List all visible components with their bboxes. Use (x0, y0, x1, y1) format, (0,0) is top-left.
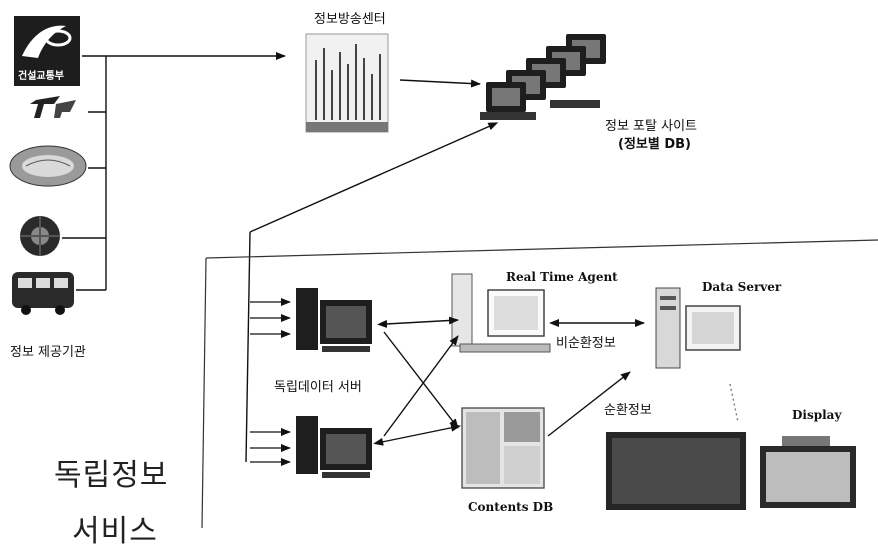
cyclic-info-label: 순환정보 (604, 403, 652, 418)
diagram-canvas (9, 16, 878, 528)
service-frame (201, 239, 878, 528)
bottom-title-line1: 독립정보 (54, 458, 169, 493)
display-label: Display (792, 408, 842, 422)
server-exchange-arrows (373, 316, 645, 446)
server-to-display-dots (729, 383, 739, 423)
display-screens (606, 432, 856, 510)
provider-logo-moct (14, 16, 80, 86)
contents-db-image (461, 407, 545, 489)
providers-caption: 정보 제공기관 (10, 345, 86, 360)
provider-logo-4 (20, 216, 60, 256)
contents-db-label: Contents DB (468, 500, 554, 514)
real-time-agent-label: Real Time Agent (506, 270, 618, 284)
portal-to-service-line (245, 122, 499, 463)
data-server-label: Data Server (702, 280, 782, 294)
independent-data-server-1 (296, 288, 372, 352)
broadcast-center-title: 정보방송센터 (314, 12, 386, 27)
broadcast-center-image (305, 33, 389, 133)
data-server-caption: 독립데이터 서버 (274, 380, 362, 395)
portal-workstations (480, 34, 606, 120)
provider-logo-2 (30, 96, 76, 118)
independent-data-server-2 (296, 416, 372, 478)
portal-title: 정보 포탈 사이트 (605, 119, 697, 134)
provider-logo-text: 건설교통부 (18, 71, 64, 82)
noncyclic-info-label: 비순환정보 (556, 336, 616, 351)
real-time-agent-computer (451, 273, 551, 353)
arrow-center-to-portal (399, 79, 481, 88)
provider-connectors (62, 52, 286, 291)
bottom-title-line2: 서비스 (72, 514, 158, 549)
provider-logo-bus (12, 272, 74, 315)
server-input-arrows (250, 298, 291, 466)
portal-subtitle: (정보별 DB) (618, 137, 691, 152)
provider-logo-3 (9, 145, 87, 187)
data-server-computer (655, 287, 741, 369)
